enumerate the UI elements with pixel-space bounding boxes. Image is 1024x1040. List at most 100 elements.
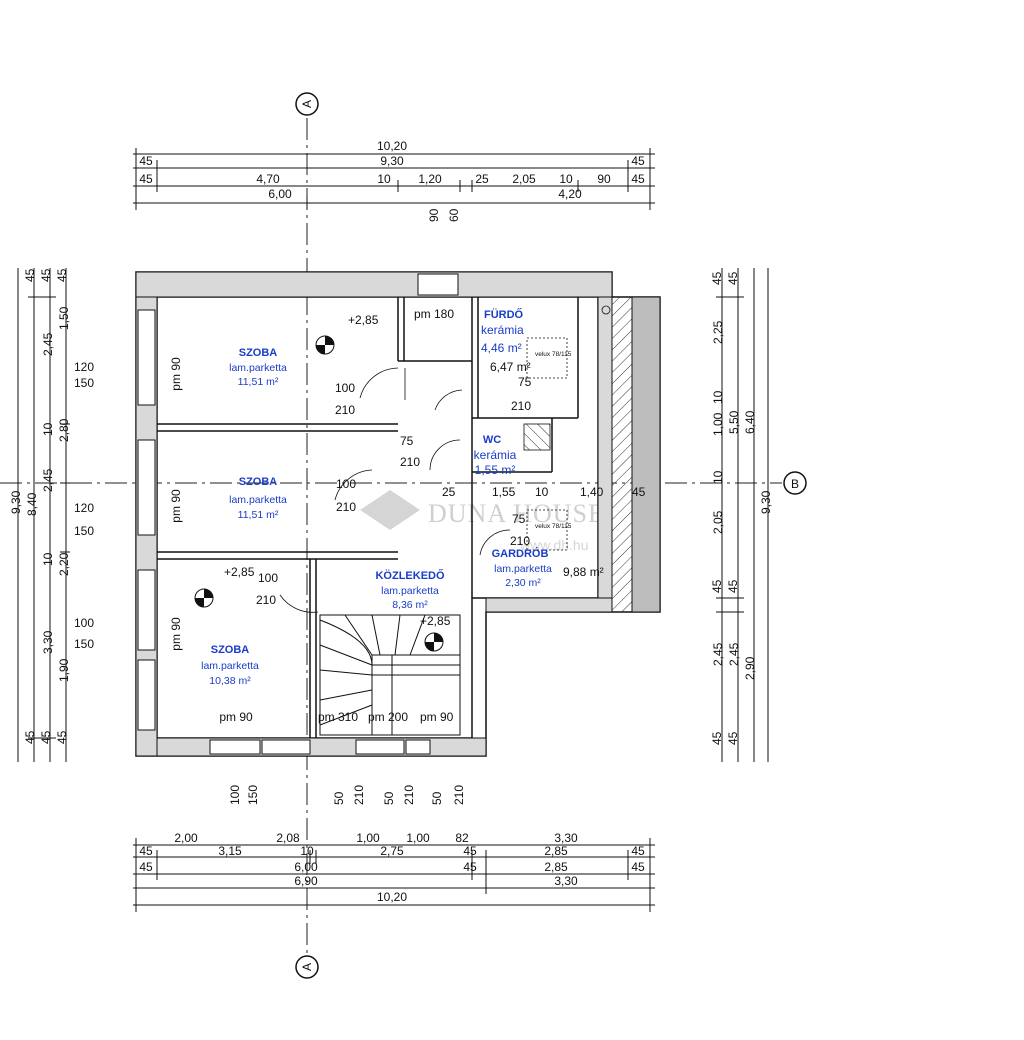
watermark-logo-icon: [360, 490, 420, 530]
svg-text:100: 100: [74, 616, 94, 630]
svg-text:1,00: 1,00: [406, 831, 430, 845]
svg-text:210: 210: [352, 785, 366, 805]
svg-text:FÜRDŐ: FÜRDŐ: [484, 308, 524, 321]
dim-labels-bottom: 100 150 50 210 50 210 50 210 2,00 2,08 1…: [139, 785, 645, 904]
svg-text:150: 150: [74, 637, 94, 651]
svg-text:50: 50: [332, 791, 346, 805]
chimney-strip: [611, 296, 633, 613]
svg-text:11,51 m²: 11,51 m²: [238, 376, 279, 388]
svg-text:1,00: 1,00: [711, 412, 725, 436]
room-kozlekedo: KÖZLEKEDŐ lam.parketta 8,36 m²: [375, 569, 445, 611]
svg-text:pm 200: pm 200: [368, 710, 408, 724]
windows: [137, 273, 459, 755]
svg-text:6,90: 6,90: [294, 874, 318, 888]
svg-text:3,30: 3,30: [554, 831, 578, 845]
skylight-symbols: [523, 305, 611, 551]
svg-text:1,50: 1,50: [57, 306, 71, 330]
svg-text:pm 90: pm 90: [169, 489, 183, 523]
svg-text:100: 100: [258, 571, 278, 585]
watermark: DUNA HOUSE www.dh.hu: [360, 490, 604, 553]
axis-lines: [0, 118, 782, 955]
svg-text:pm 90: pm 90: [169, 617, 183, 651]
svg-text:2,05: 2,05: [711, 510, 725, 534]
svg-text:2,75: 2,75: [380, 844, 404, 858]
svg-text:lam.parketta: lam.parketta: [229, 362, 287, 374]
svg-text:10: 10: [711, 390, 725, 404]
svg-text:A: A: [300, 963, 314, 971]
svg-text:210: 210: [452, 785, 466, 805]
svg-text:9,88 m²: 9,88 m²: [563, 565, 604, 579]
dim-labels-right: 45 45 2,25 10 1,00 5,50 6,40 10 9,30 2,0…: [710, 271, 773, 745]
svg-text:50: 50: [382, 791, 396, 805]
svg-text:pm 90: pm 90: [169, 357, 183, 391]
svg-text:45: 45: [710, 579, 724, 593]
svg-text:210: 210: [402, 785, 416, 805]
svg-text:+2,85: +2,85: [348, 313, 379, 327]
svg-text:kerámia: kerámia: [474, 448, 517, 462]
svg-text:10,20: 10,20: [377, 890, 407, 904]
svg-text:45: 45: [139, 154, 153, 168]
svg-text:2,20: 2,20: [57, 552, 71, 576]
svg-text:100: 100: [228, 785, 242, 805]
svg-text:4,46 m²: 4,46 m²: [481, 341, 522, 355]
svg-text:2,25: 2,25: [711, 320, 725, 344]
svg-text:9,30: 9,30: [9, 490, 23, 514]
svg-text:1,40: 1,40: [580, 485, 604, 499]
svg-text:45: 45: [55, 730, 69, 744]
dim-labels-left: 45 45 45 1,50 2,45 10 2,80 2,45 9,30 8,4…: [9, 268, 94, 744]
svg-text:150: 150: [74, 376, 94, 390]
svg-text:45: 45: [463, 860, 477, 874]
svg-text:SZOBA: SZOBA: [239, 347, 278, 359]
svg-text:lam.parketta: lam.parketta: [494, 563, 552, 575]
svg-text:3,30: 3,30: [41, 630, 55, 654]
svg-text:3,30: 3,30: [554, 874, 578, 888]
svg-text:2,85: 2,85: [544, 860, 568, 874]
svg-text:45: 45: [39, 730, 53, 744]
svg-text:210: 210: [336, 500, 356, 514]
svg-text:pm 90: pm 90: [420, 710, 454, 724]
svg-text:6,40: 6,40: [743, 410, 757, 434]
room-szoba-3: SZOBA lam.parketta 10,38 m² pm 90 pm 90: [169, 617, 259, 724]
svg-text:6,00: 6,00: [268, 187, 292, 201]
svg-text:+2,85: +2,85: [224, 565, 255, 579]
roof-overhang: [631, 296, 661, 613]
svg-text:2,90: 2,90: [743, 656, 757, 680]
svg-text:2,05: 2,05: [512, 172, 536, 186]
svg-text:45: 45: [710, 271, 724, 285]
svg-text:9,30: 9,30: [380, 154, 404, 168]
svg-text:lam.parketta: lam.parketta: [381, 585, 439, 597]
svg-text:GARDRÓB: GARDRÓB: [492, 547, 549, 560]
svg-text:10: 10: [559, 172, 573, 186]
svg-text:210: 210: [510, 534, 530, 548]
svg-text:3,15: 3,15: [218, 844, 242, 858]
axis-marker-b-right: B: [783, 471, 807, 495]
svg-text:10: 10: [41, 552, 55, 566]
svg-text:WC: WC: [483, 434, 501, 446]
svg-text:75: 75: [512, 512, 526, 526]
svg-text:1,55: 1,55: [492, 485, 516, 499]
svg-text:45: 45: [139, 844, 153, 858]
svg-text:4,70: 4,70: [256, 172, 280, 186]
svg-text:45: 45: [631, 860, 645, 874]
svg-text:+2,85: +2,85: [420, 614, 451, 628]
svg-text:45: 45: [463, 844, 477, 858]
level-markers: [194, 335, 444, 652]
dim-lines-right: [716, 268, 769, 762]
svg-text:90: 90: [597, 172, 611, 186]
svg-text:45: 45: [139, 172, 153, 186]
dim-lines-top: [133, 148, 655, 210]
svg-text:6,47 m²: 6,47 m²: [490, 360, 531, 374]
staircase: [319, 614, 461, 736]
room-furdo: FÜRDŐ kerámia 4,46 m²: [481, 308, 524, 355]
svg-text:25: 25: [442, 485, 456, 499]
svg-text:2,80: 2,80: [57, 418, 71, 442]
svg-text:45: 45: [55, 268, 69, 282]
svg-text:6,00: 6,00: [294, 860, 318, 874]
svg-text:120: 120: [74, 501, 94, 515]
svg-text:1,00: 1,00: [356, 831, 380, 845]
svg-text:45: 45: [726, 579, 740, 593]
room-gardrob: GARDRÓB lam.parketta 2,30 m²: [492, 547, 552, 589]
svg-text:2,45: 2,45: [727, 642, 741, 666]
svg-text:lam.parketta: lam.parketta: [229, 494, 287, 506]
